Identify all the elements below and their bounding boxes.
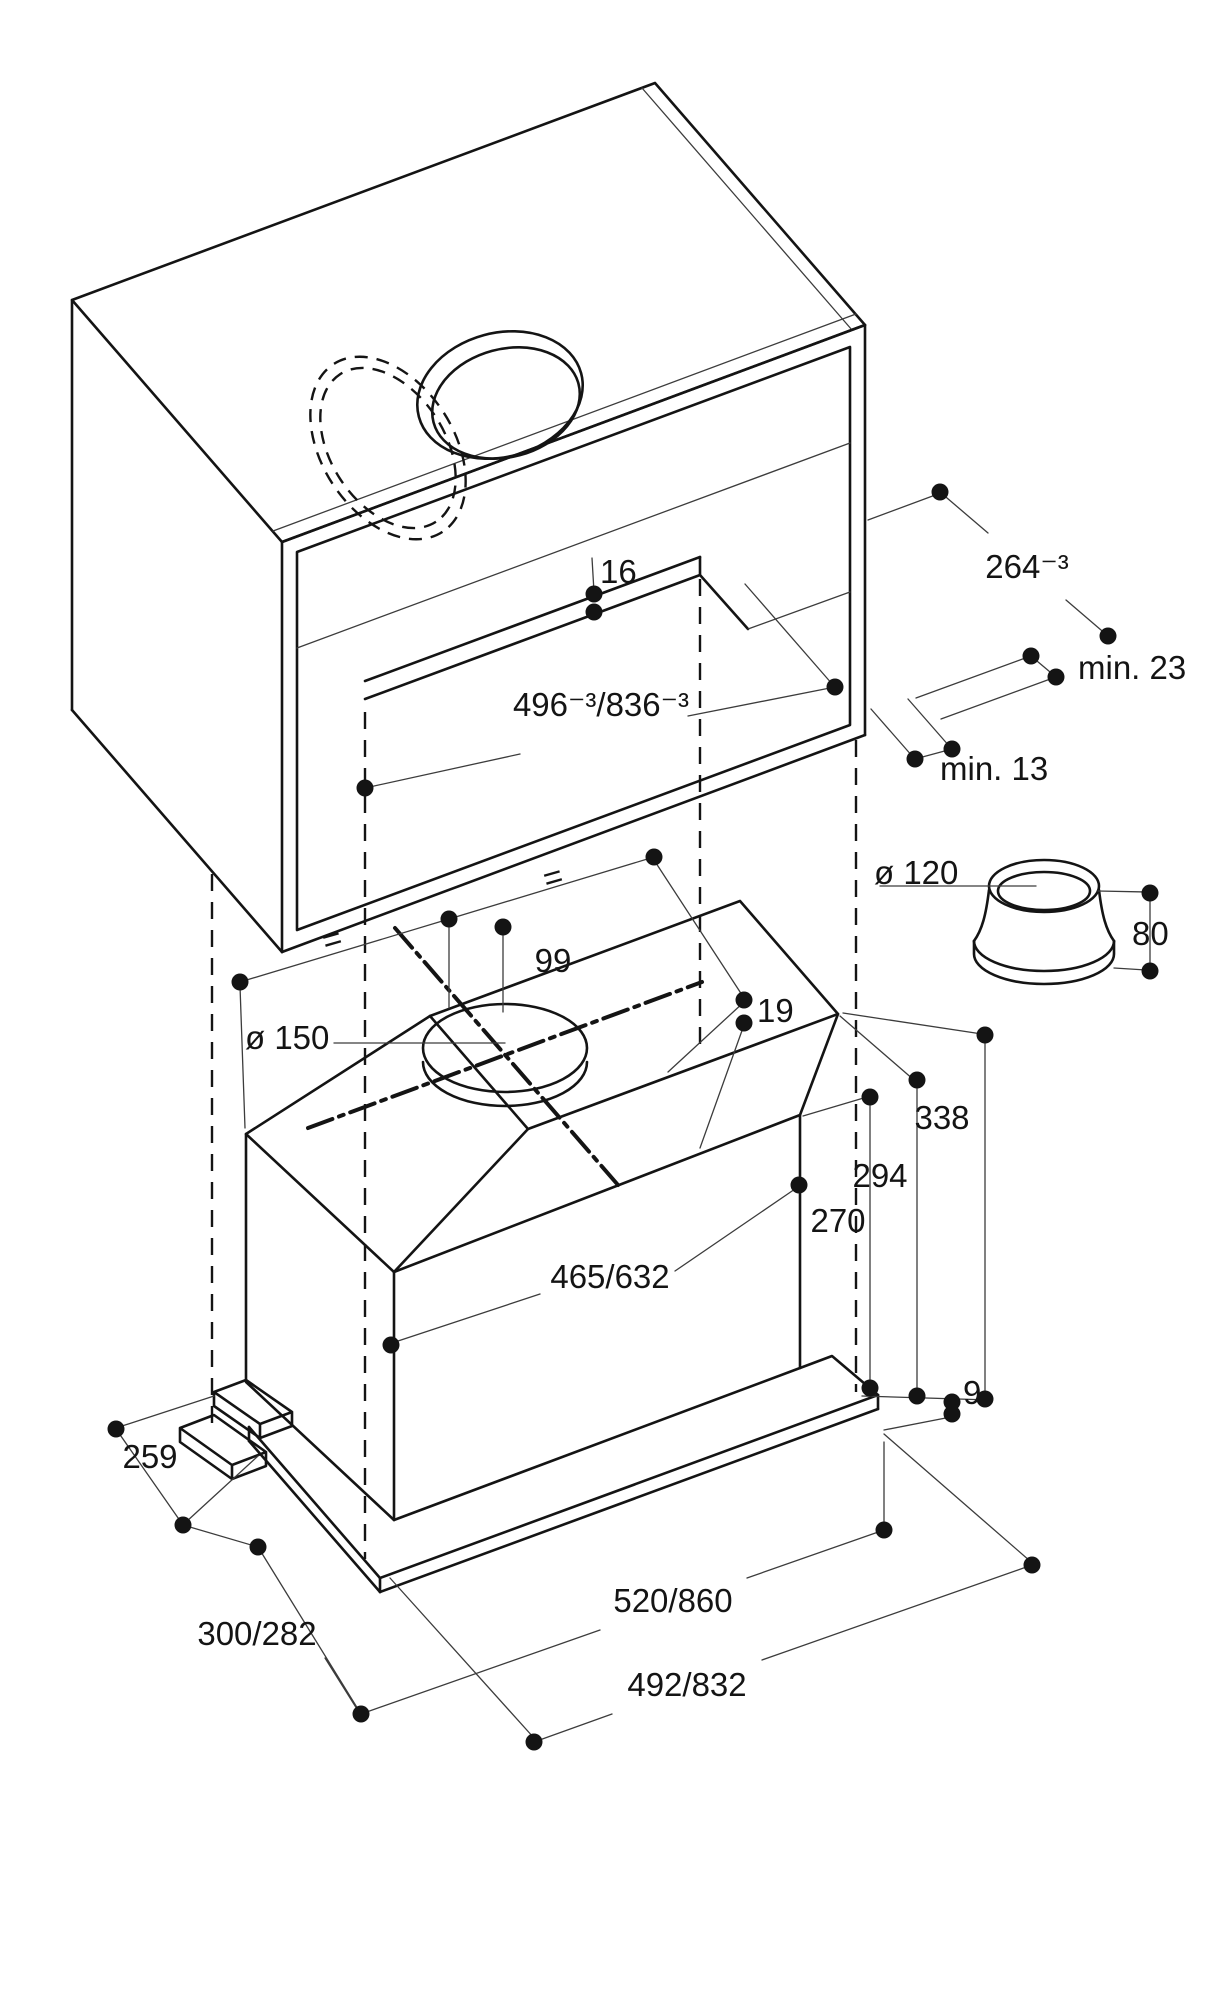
equal-mark-left: = — [317, 919, 346, 960]
dim-body-width-label: 465/632 — [550, 1258, 669, 1295]
plate-right-overhang — [798, 1354, 880, 1397]
hood-chamfer-edge — [244, 1132, 396, 1274]
dim-height-mid-label: 294 — [852, 1157, 907, 1194]
dim-plate-thickness-label: 9 — [963, 1374, 981, 1411]
plate-left-bottom — [247, 1439, 382, 1594]
adapter-flange — [972, 939, 1116, 986]
adapter-neck-right — [1097, 888, 1116, 943]
adapter-base — [972, 939, 1116, 973]
dimension-dots — [107, 483, 1159, 1751]
dim-height-body-label: 270 — [810, 1202, 865, 1239]
hood-drawing — [244, 899, 840, 1522]
dim-min23-line — [915, 655, 1057, 720]
cabinet-front-bottom-edge — [280, 733, 867, 954]
cabinet-left-bottom-edge — [70, 708, 284, 954]
plate-right-cap — [378, 1393, 880, 1594]
dim-front-clearance-label: min. 13 — [940, 750, 1048, 787]
projection-lines — [210, 579, 858, 1559]
dim-plate-left-depth-label: 259 — [122, 1438, 177, 1475]
cabinet-opening-frame — [295, 345, 852, 932]
dim-465-leaders — [397, 1188, 796, 1342]
dim-19-line — [667, 1001, 745, 1149]
cabinet-top-rim-front — [272, 313, 857, 532]
cabinet-shelf-cutout-edge-upper — [363, 555, 702, 683]
vent-hole-alt-dashed — [309, 355, 467, 541]
dim-492-line — [389, 1433, 1033, 1743]
hood-collar — [421, 1002, 589, 1108]
dim-520-line — [360, 1441, 885, 1715]
hood-slope-left-edge — [392, 1127, 530, 1274]
dimension-labels: 16 264⁻³ min. 23 min. 13 496⁻³/836⁻³ = =… — [122, 548, 1186, 1703]
dim-adapter-lines — [879, 885, 1151, 971]
dim-adapter-height-label: 80 — [1132, 915, 1169, 952]
dim-496-line — [364, 583, 836, 789]
hood-plateau-front-edge — [526, 1012, 840, 1131]
dim-left-chain — [115, 1395, 362, 1715]
plate-bottom-edge — [378, 1407, 880, 1594]
pedestal-step-lower — [178, 1413, 268, 1481]
cabinet-shelf-cutout-right-edge — [698, 555, 750, 631]
plate-front-edge — [378, 1393, 880, 1580]
cabinet-top-rim-right — [641, 87, 853, 331]
dim-side-clearance-label: min. 23 — [1078, 649, 1186, 686]
cabinet-shelf-back-hint — [747, 591, 851, 630]
duct-adapter-drawing — [972, 858, 1116, 986]
dim-cutout-depth-label: 264⁻³ — [985, 548, 1068, 585]
dim-plate-width-label: 520/860 — [613, 1582, 732, 1619]
cabinet-front-top-edge — [280, 323, 867, 544]
dim-shelf-thickness-label: 16 — [600, 553, 637, 590]
base-plate-drawing — [178, 1354, 880, 1594]
dim-height-lines — [869, 1037, 986, 1397]
dim-height-ext-top — [802, 1012, 983, 1117]
dim-height-ext-bottom — [861, 1395, 991, 1431]
cabinet-interior-back-edge — [296, 442, 851, 649]
dim-inner-width-label: 492/832 — [627, 1666, 746, 1703]
adapter-top-opening — [996, 870, 1092, 912]
collar-centerline-w — [306, 980, 704, 1130]
dim-height-total-label: 338 — [914, 1099, 969, 1136]
plate-left-edge — [247, 1425, 382, 1580]
dim-duct-diameter-label: ø 120 — [874, 854, 958, 891]
pedestal-step-upper — [212, 1378, 294, 1440]
dim-collar-offset-label: 99 — [535, 942, 572, 979]
hood-front-top-edge — [392, 1113, 802, 1274]
cabinet-shelf-cutout-edge-lower — [363, 573, 702, 701]
collar-centerline-d — [393, 926, 620, 1187]
dim-rim-offset-label: 19 — [757, 992, 794, 1029]
hood-plateau-left-edge — [428, 1014, 530, 1131]
dim-cutout-width-label: 496⁻³/836⁻³ — [513, 686, 689, 723]
dim-264-line — [867, 491, 1109, 637]
dim-collar-diameter-label: ø 150 — [245, 1019, 329, 1056]
dim-plate-depth-label: 300/282 — [197, 1615, 316, 1652]
adapter-neck-left — [972, 888, 991, 943]
cabinet-drawing — [70, 81, 867, 954]
vent-hole-solid — [415, 329, 585, 461]
